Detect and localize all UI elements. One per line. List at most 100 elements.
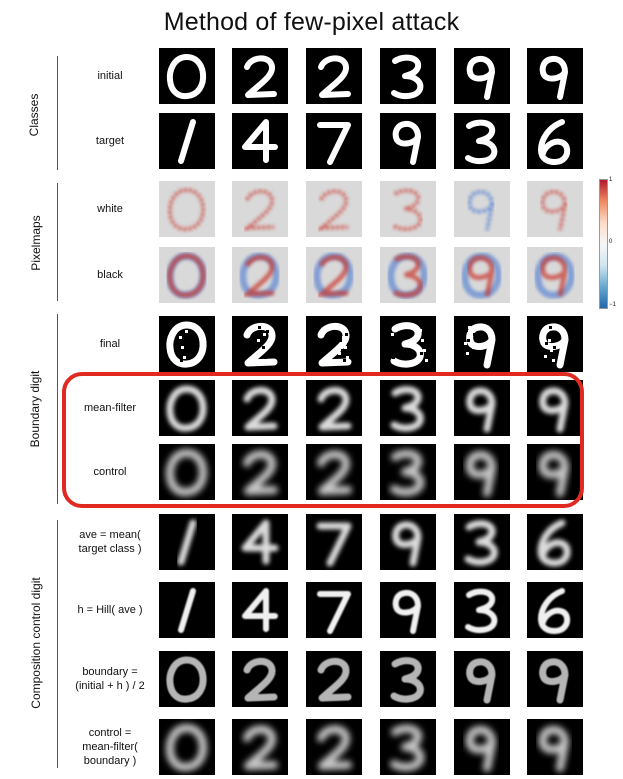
noise-pixel [180, 359, 183, 362]
digit-cell-hill-1 [159, 582, 215, 638]
noise-pixel [550, 349, 553, 352]
cell-image [317, 450, 352, 495]
digit-stroke [539, 387, 569, 433]
digit-cell-initial-6 [527, 48, 583, 104]
group-label-classes: Classes [27, 93, 41, 137]
row-label-control2: control = mean-filter( boundary ) [82, 727, 138, 767]
cell-image [178, 588, 196, 633]
digit-cell-control-1 [159, 444, 215, 500]
noise-pixel [464, 342, 467, 345]
cell-image [464, 323, 496, 369]
noise-pixel [425, 359, 428, 362]
cell-image [539, 658, 569, 704]
pixelmap-cell-white-4 [380, 181, 436, 237]
noise-pixel [340, 326, 343, 329]
digit-stroke [178, 119, 196, 164]
digit-stroke [465, 119, 498, 165]
digit-stroke [392, 589, 421, 634]
pixelmap-cell-black-1 [159, 247, 215, 303]
cell-image [243, 386, 278, 431]
digit-stroke [537, 519, 571, 567]
row-label-hill: h = Hill( ave ) [77, 604, 143, 616]
digit-cell-initial-3 [306, 48, 362, 104]
digit-stroke [178, 588, 196, 633]
digit-cell-control-2 [232, 444, 288, 500]
pixelmap-stroke [392, 254, 423, 298]
noise-pixel [338, 352, 341, 355]
cell-image [318, 55, 351, 98]
cell-image [464, 520, 498, 566]
cell-image [316, 522, 352, 567]
noise-pixel [553, 346, 556, 349]
noise-pixel [185, 330, 188, 333]
digit-stroke [165, 449, 208, 497]
pixelmap-cell-white-2 [232, 181, 288, 237]
digit-cell-control-4 [380, 444, 436, 500]
pixelmap-stroke [241, 254, 275, 297]
noise-pixel [470, 336, 473, 339]
noise-pixel [261, 359, 264, 362]
pixelmap-cell-white-1 [159, 181, 215, 237]
row-label-ave: ave = mean( target class ) [78, 529, 142, 555]
noise-pixel [257, 339, 260, 342]
noise-pixel [258, 326, 261, 329]
noise-pixel [345, 333, 348, 336]
digit-stroke [539, 323, 569, 369]
cell-image [317, 725, 352, 770]
noise-pixel [471, 359, 474, 362]
pixelmap-cell-white-5 [454, 181, 510, 237]
noise-pixel [469, 349, 472, 352]
group-line-pixelmaps [57, 183, 58, 301]
noise-pixel [472, 346, 475, 349]
digit-stroke [166, 54, 207, 100]
digit-stroke [242, 588, 278, 632]
cell-image [166, 656, 207, 703]
digit-stroke [539, 658, 569, 704]
cell-image [539, 323, 569, 369]
noise-pixel [263, 333, 266, 336]
noise-pixel [390, 346, 393, 349]
digit-stroke [242, 119, 278, 163]
noise-pixel [344, 346, 347, 349]
cell-image [538, 725, 569, 772]
digit-stroke [243, 386, 278, 431]
cell-image [380, 247, 436, 303]
cell-image [241, 519, 279, 565]
digit-cell-boundary-2 [232, 651, 288, 707]
cell-image [538, 588, 571, 634]
digit-stroke [317, 386, 352, 431]
noise-pixel [422, 326, 425, 329]
cell-image [537, 519, 571, 567]
digit-cell-boundary-1 [159, 651, 215, 707]
digit-cell-mean-filter-1 [159, 380, 215, 436]
digit-stroke [243, 725, 278, 770]
digit-cell-initial-5 [454, 48, 510, 104]
figure-title: Method of few-pixel attack [163, 8, 460, 36]
digit-cell-hill-2 [232, 582, 288, 638]
noise-pixel [423, 349, 426, 352]
noise-pixel [182, 333, 185, 336]
digit-stroke [465, 588, 498, 634]
digit-stroke [390, 724, 425, 772]
cell-image [466, 387, 496, 433]
pixelmap-stroke [467, 189, 494, 231]
pixelmap-background [527, 181, 583, 237]
pixelmap-stroke [167, 187, 206, 232]
cell-image [527, 247, 583, 303]
cell-image [178, 119, 196, 164]
digit-stroke [466, 387, 496, 433]
digit-stroke [317, 450, 352, 495]
cell-image [165, 449, 208, 497]
cell-image [454, 247, 510, 303]
noise-pixel [262, 346, 265, 349]
digit-stroke [538, 588, 571, 634]
digit-cell-final-3 [306, 316, 362, 372]
digit-stroke [390, 449, 425, 497]
digit-stroke [538, 725, 569, 772]
noise-pixel [424, 336, 427, 339]
digit-cell-mean-filter-4 [380, 380, 436, 436]
digit-cell-boundary-6 [527, 651, 583, 707]
digit-cell-initial-2 [232, 48, 288, 104]
noise-pixel [184, 343, 187, 346]
digit-stroke [392, 521, 422, 567]
